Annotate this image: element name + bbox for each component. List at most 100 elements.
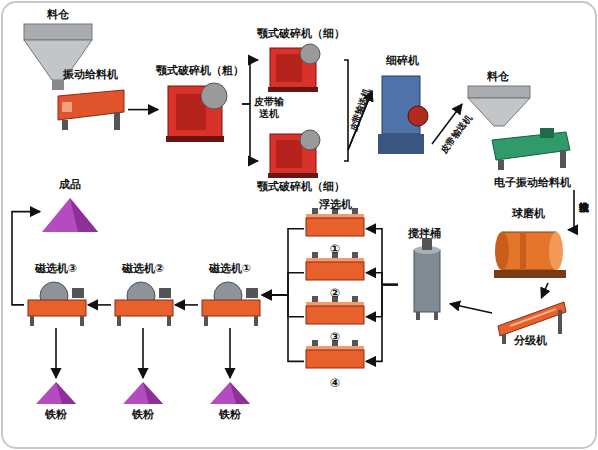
node-label: 磁选机① <box>176 262 284 276</box>
node-label: ③ <box>282 330 388 344</box>
flotation-cell <box>312 208 318 214</box>
node-label: 铁粉 <box>100 408 186 422</box>
ball-mill <box>495 232 509 270</box>
mill: 球磨机 <box>488 207 568 283</box>
node-label: ① <box>282 242 388 256</box>
product-pile: 铁粉 <box>209 378 251 422</box>
magnetic-separator <box>115 300 173 316</box>
tank: 搅拌桶 <box>398 227 450 323</box>
flow-arrow <box>142 328 144 378</box>
fine-crusher <box>378 134 424 154</box>
flotation-group: 浮选机①②③④ <box>298 198 372 394</box>
powder-pile <box>210 382 250 404</box>
flow-arrow <box>366 273 398 285</box>
magnetic-separator <box>72 288 84 298</box>
magnetic-separator <box>246 288 258 298</box>
magnetic-separator <box>159 288 171 298</box>
flow-arrow <box>262 273 304 295</box>
ball-mill <box>520 232 526 270</box>
node-label: 颚式破碎机（粗） <box>136 64 264 78</box>
flow-arrow <box>128 109 158 111</box>
magnetic-separator <box>30 316 34 326</box>
magnetic-separator <box>204 316 208 326</box>
product-pile <box>42 198 98 232</box>
flow-arrow <box>262 229 304 295</box>
electronic-feeder <box>498 160 504 170</box>
spiral-classifier <box>502 334 506 344</box>
jaw-crusher <box>276 140 302 168</box>
jaw-crusher <box>300 130 320 150</box>
flow-arrow <box>344 60 372 150</box>
spiral-classifier <box>558 310 562 334</box>
node-label: ④ <box>282 376 388 390</box>
flotation-cell <box>352 340 358 346</box>
spiral-classifier <box>510 309 556 326</box>
jaw-crusher <box>268 130 320 178</box>
mixing-tank <box>416 312 420 320</box>
edge-label: 皮带输送机 <box>434 108 477 160</box>
ball-mill <box>502 232 556 270</box>
flotation-cell <box>306 340 364 368</box>
product-pile: 成品 <box>40 178 100 234</box>
powder-pile <box>36 382 76 404</box>
flow-arrow <box>175 304 198 306</box>
separator: 磁选机① <box>198 262 262 328</box>
feeder: 振动给料机 <box>52 68 128 132</box>
flow-arrow <box>229 328 231 378</box>
flotation-cell <box>352 296 358 302</box>
flotation-cell: ① <box>304 214 366 256</box>
node-label: 球磨机 <box>466 207 590 221</box>
electronic-feeder <box>492 132 570 160</box>
powder-pile <box>56 382 76 404</box>
jaw-crusher <box>166 136 224 142</box>
magnetic-separator <box>117 316 121 326</box>
jaw-crusher <box>300 44 320 64</box>
vibrating-feeder <box>58 90 124 130</box>
hopper-bin <box>24 24 92 40</box>
powder-pile <box>123 382 163 404</box>
flotation-cell <box>306 252 364 280</box>
node-label: 搅拌桶 <box>376 227 472 241</box>
hopper-bin <box>468 98 530 126</box>
vibrating-feeder <box>62 120 68 130</box>
flotation-cell: ② <box>304 258 366 300</box>
flotation-cell <box>306 346 364 350</box>
hopper-bin <box>52 80 64 90</box>
jaw-crusher <box>276 54 302 82</box>
ball-mill <box>549 232 563 270</box>
product-pile: 铁粉 <box>35 378 77 422</box>
hopper: 料仓 <box>462 70 534 132</box>
flow-arrow <box>366 285 398 317</box>
flow-arrow <box>344 91 372 161</box>
flotation-cell: ③ <box>304 302 366 344</box>
separator: 磁选机③ <box>24 262 88 328</box>
node-label: 磁选机③ <box>2 262 110 276</box>
flotation-cell <box>312 340 318 346</box>
flotation-cell <box>306 302 364 306</box>
jaw-crusher <box>268 44 320 92</box>
ball-mill <box>494 232 566 278</box>
classifier: 分级机 <box>492 298 568 348</box>
magnetic-separator <box>28 300 86 316</box>
jaw-crusher <box>201 83 227 109</box>
powder-pile <box>210 382 250 404</box>
magnetic-separator <box>202 300 260 316</box>
powder-pile <box>36 382 76 404</box>
node-label: 浮选机 <box>276 198 394 212</box>
flotation-cell: ④ <box>304 346 366 390</box>
flotation-cell <box>306 214 364 218</box>
edge-label: 皮带输送机 <box>251 96 287 120</box>
flow-arrow <box>12 212 40 305</box>
hopper: 料仓 <box>18 8 98 68</box>
flotation-cell <box>352 208 358 214</box>
node-label: 振动给料机 <box>30 68 150 82</box>
ball-mill <box>494 270 566 278</box>
powder-pile <box>230 382 250 404</box>
flotation-cell <box>306 218 364 236</box>
flow-arrow <box>55 328 57 378</box>
electronic-feeder <box>560 150 566 168</box>
flow-arrow <box>450 304 492 313</box>
